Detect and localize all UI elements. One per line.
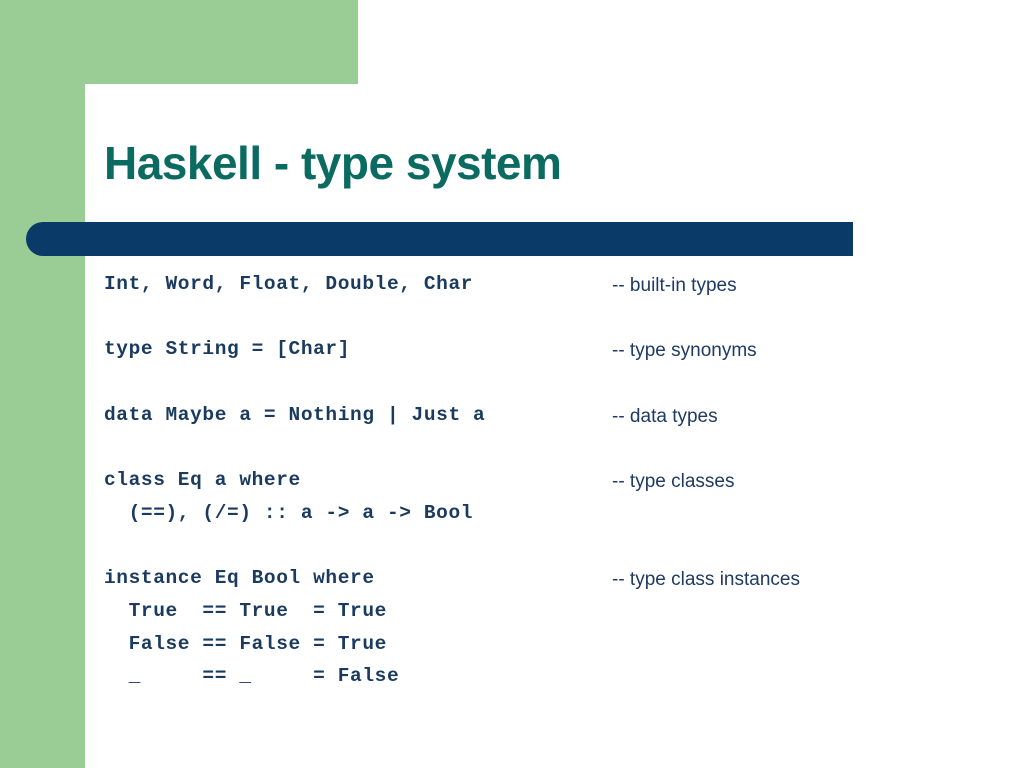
comment-line: -- type synonyms (612, 340, 757, 362)
comment-line: -- data types (612, 405, 718, 427)
comment-line: -- built-in types (612, 275, 737, 296)
comment-line: -- type classes (612, 471, 735, 493)
code-line: type String = [Char] (104, 338, 351, 361)
code-line: (==), (/=) :: a -> a -> Bool (104, 501, 474, 524)
comment-annotations: -- built-in types -- type synonyms -- da… (612, 270, 1012, 597)
code-line: Int, Word, Float, Double, Char (104, 273, 474, 295)
decorative-green-sidebar (0, 0, 85, 768)
code-line: class Eq a where (104, 469, 301, 492)
code-line: False == False = True (104, 632, 387, 655)
comment-line: -- type class instances (612, 569, 800, 591)
code-block: Int, Word, Float, Double, Char type Stri… (104, 268, 584, 693)
page-title: Haskell - type system (104, 137, 562, 189)
code-line: data Maybe a = Nothing | Just a (104, 403, 486, 426)
code-line: True == True = True (104, 599, 387, 622)
slide-content-panel (85, 84, 1024, 768)
decorative-green-header-block (0, 0, 358, 84)
code-line: _ == _ = False (104, 665, 400, 688)
title-divider-bar (26, 222, 853, 256)
code-line: instance Eq Bool where (104, 567, 375, 590)
